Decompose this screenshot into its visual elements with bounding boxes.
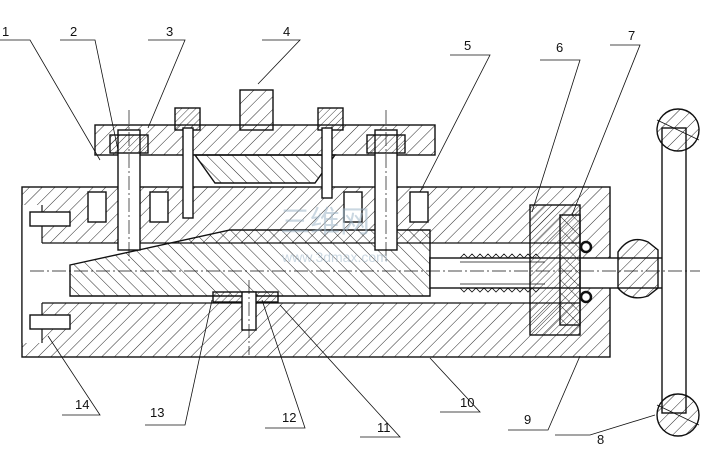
callout-13: 13 [150, 405, 164, 420]
handwheel-part-8 [656, 108, 700, 437]
callout-12: 12 [282, 410, 296, 425]
callout-5: 5 [464, 38, 471, 53]
callout-7: 7 [628, 28, 635, 43]
leader-lines [0, 39, 656, 438]
callout-14: 14 [75, 397, 89, 412]
callout-8: 8 [597, 432, 604, 447]
springs-and-screws [29, 191, 429, 330]
centerlines [30, 110, 700, 355]
callout-11: 11 [377, 420, 391, 435]
end-cover-part-9 [529, 204, 593, 336]
callout-9: 9 [524, 412, 531, 427]
callout-6: 6 [556, 40, 563, 55]
watermark-url: www.3dmax.com [281, 249, 388, 265]
callout-3: 3 [166, 24, 173, 39]
handwheel-hub [617, 238, 659, 299]
watermark: 三维网 www.3dmax.com [280, 206, 388, 265]
callout-4: 4 [283, 24, 290, 39]
callout-labels: 1 2 3 4 5 6 7 8 9 10 11 12 13 14 [2, 24, 635, 447]
callout-1: 1 [2, 24, 9, 39]
callout-2: 2 [70, 24, 77, 39]
callout-10: 10 [460, 395, 474, 410]
watermark-logo: 三维网 [280, 206, 370, 239]
